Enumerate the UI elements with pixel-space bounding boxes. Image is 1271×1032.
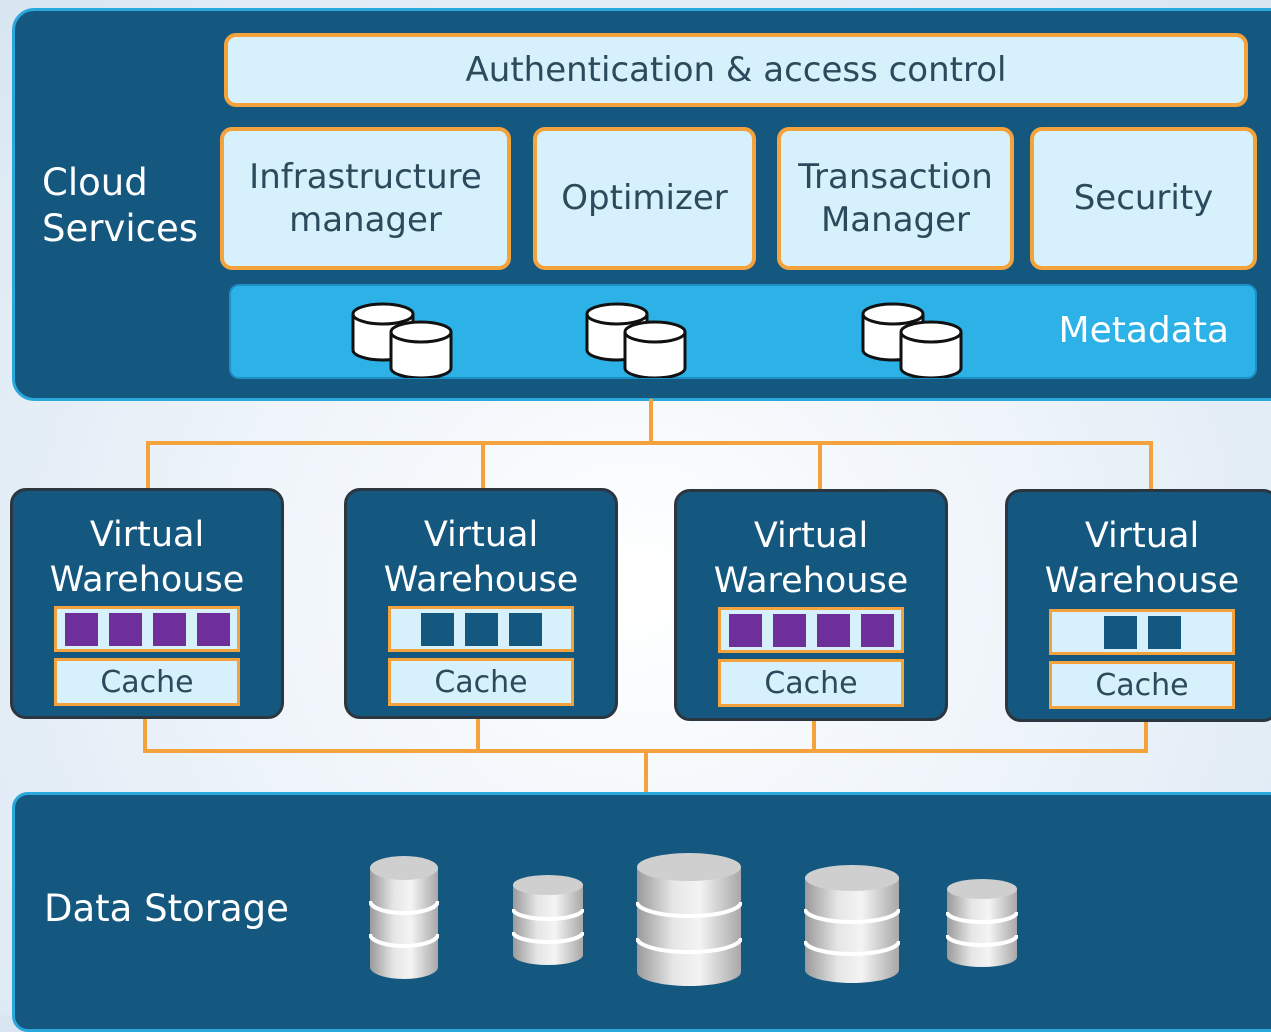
metadata-database-icon xyxy=(351,302,453,378)
auth-access-control-box: Authentication & access control xyxy=(224,33,1248,107)
cache-box: Cache xyxy=(718,659,904,707)
metadata-database-icon xyxy=(861,302,963,378)
virtual-warehouse-title: Virtual Warehouse xyxy=(713,516,909,601)
infrastructure-manager-box: Infrastructure manager xyxy=(220,127,511,270)
compute-slot xyxy=(420,612,454,646)
optimizer-box: Optimizer xyxy=(533,127,756,270)
metadata-label: Metadata xyxy=(1058,310,1229,351)
compute-slots xyxy=(1049,609,1235,655)
virtual-warehouse-title: Virtual Warehouse xyxy=(49,515,245,600)
storage-disk-icon xyxy=(636,853,742,986)
compute-slot xyxy=(772,613,806,647)
storage-disk-icon xyxy=(369,856,439,979)
virtual-warehouse: Virtual Warehouse Cache xyxy=(1005,489,1271,722)
virtual-warehouse: Virtual Warehouse Cache xyxy=(674,489,948,721)
compute-slot xyxy=(1147,615,1181,649)
metadata-database-icon xyxy=(585,302,687,378)
compute-slot xyxy=(728,613,762,647)
cloud-services-label: Cloud Services xyxy=(42,161,199,250)
compute-slot xyxy=(816,613,850,647)
compute-slot xyxy=(860,613,894,647)
virtual-warehouse: Virtual Warehouse Cache xyxy=(10,488,284,719)
compute-slot xyxy=(64,612,98,646)
storage-disk-icon xyxy=(946,879,1018,967)
compute-slots xyxy=(54,606,240,652)
metadata-bar: Metadata xyxy=(229,284,1257,379)
cache-box: Cache xyxy=(54,658,240,706)
data-storage-label: Data Storage xyxy=(44,887,289,930)
compute-slot xyxy=(464,612,498,646)
security-box: Security xyxy=(1030,127,1257,270)
compute-slot xyxy=(196,612,230,646)
compute-slots xyxy=(388,606,574,652)
cache-box: Cache xyxy=(388,658,574,706)
cache-box: Cache xyxy=(1049,661,1235,709)
compute-slot xyxy=(108,612,142,646)
compute-slot xyxy=(1103,615,1137,649)
virtual-warehouse: Virtual Warehouse Cache xyxy=(344,488,618,719)
storage-disk-icon xyxy=(804,865,900,983)
compute-slot xyxy=(152,612,186,646)
compute-slot xyxy=(508,612,542,646)
transaction-manager-box: Transaction Manager xyxy=(777,127,1014,270)
storage-disk-icon xyxy=(512,875,584,965)
virtual-warehouse-title: Virtual Warehouse xyxy=(1044,516,1240,601)
compute-slots xyxy=(718,607,904,653)
virtual-warehouse-title: Virtual Warehouse xyxy=(383,515,579,600)
